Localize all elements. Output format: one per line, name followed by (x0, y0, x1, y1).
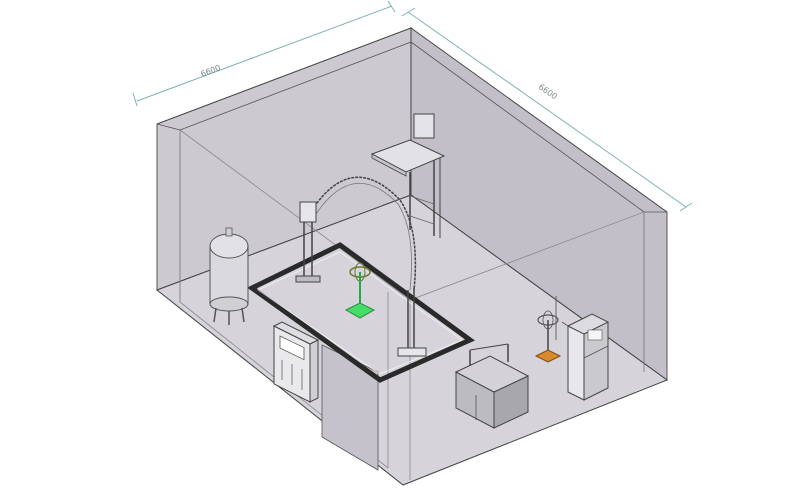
width-dimension-label: 6600 (199, 63, 221, 79)
orange-sample-stand-icon (534, 296, 562, 363)
inner-rim (179, 41, 645, 213)
dimension-annotations (132, 0, 693, 212)
test-chamber-icon (454, 343, 530, 429)
electrical-panel-icon (561, 313, 609, 401)
elevated-platform-icon (370, 113, 446, 238)
control-cabinet-icon (272, 321, 320, 403)
room-enclosure (155, 27, 669, 486)
spray-arch-icon (295, 176, 427, 357)
rotating-sample-stand-icon (344, 262, 376, 319)
depth-dimension-label: 6600 (537, 82, 559, 101)
pressure-tank-icon (209, 227, 249, 325)
